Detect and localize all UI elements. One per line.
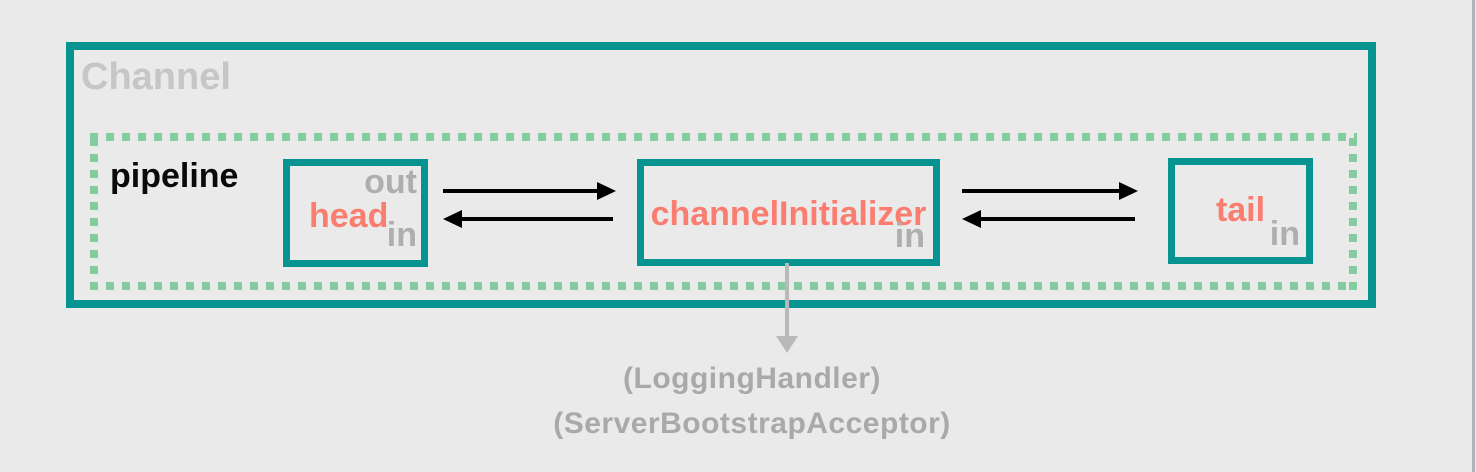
tail-in-label: in — [1269, 215, 1300, 253]
window-edge-line — [1472, 0, 1475, 472]
arrow-head-to-initializer-icon — [443, 182, 616, 200]
channel-label: Channel — [81, 56, 231, 98]
handler-captions: (LoggingHandler) (ServerBootstrapAccepto… — [377, 356, 1127, 446]
arrow-tail-to-initializer-icon — [962, 210, 1135, 228]
head-node-label: head — [309, 197, 389, 235]
arrow-tip — [597, 182, 616, 200]
arrow-shaft — [962, 189, 1123, 193]
tail-node-box: tail in — [1168, 158, 1313, 264]
head-in-label: in — [386, 216, 417, 254]
pipeline-label: pipeline — [110, 157, 239, 195]
arrow-tip — [962, 210, 981, 228]
head-node-box: out head in — [283, 159, 428, 267]
arrow-tip — [1119, 182, 1138, 200]
arrow-tip — [776, 336, 798, 353]
arrow-tip — [443, 210, 462, 228]
arrow-shaft — [458, 217, 613, 221]
channel-box — [66, 42, 1376, 308]
head-out-label: out — [364, 163, 417, 201]
initializer-in-label: in — [894, 217, 925, 255]
initializer-node-box: channelInitializer in — [637, 159, 940, 266]
arrow-shaft — [977, 217, 1135, 221]
arrow-initializer-to-tail-icon — [962, 182, 1138, 200]
arrow-shaft — [785, 263, 789, 337]
arrow-shaft — [443, 189, 601, 193]
initializer-handlers-arrow-icon — [776, 263, 798, 353]
initializer-node-label: channelInitializer — [650, 195, 927, 233]
arrow-initializer-to-head-icon — [443, 210, 613, 228]
caption-logging-handler: (LoggingHandler) — [623, 362, 881, 395]
tail-node-label: tail — [1215, 191, 1266, 229]
caption-server-bootstrap-acceptor: (ServerBootstrapAcceptor) — [553, 407, 951, 440]
